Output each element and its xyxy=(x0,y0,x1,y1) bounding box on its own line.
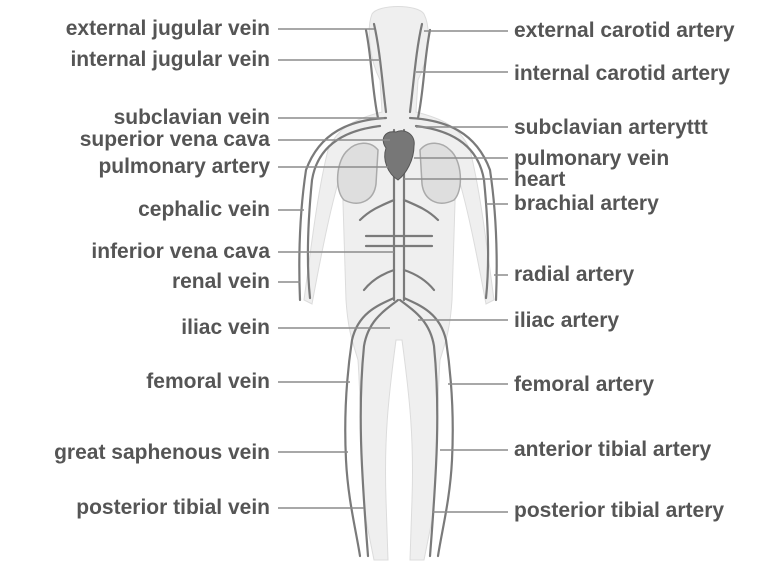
label-heart: heart xyxy=(514,168,565,192)
label-external-jugular-vein: external jugular vein xyxy=(66,17,270,41)
label-iliac-vein: iliac vein xyxy=(181,316,270,340)
body-silhouette xyxy=(304,7,494,561)
label-posterior-tibial-artery: posterior tibial artery xyxy=(514,499,724,523)
label-brachial-artery: brachial artery xyxy=(514,192,659,216)
label-femoral-vein: femoral vein xyxy=(146,370,270,394)
label-radial-artery: radial artery xyxy=(514,263,634,287)
label-renal-vein: renal vein xyxy=(172,270,270,294)
label-anterior-tibial-artery: anterior tibial artery xyxy=(514,438,711,462)
label-internal-jugular-vein: internal jugular vein xyxy=(70,48,270,72)
label-subclavian-arteryttt: subclavian arteryttt xyxy=(514,116,708,140)
label-femoral-artery: femoral artery xyxy=(514,373,654,397)
label-internal-carotid-artery: internal carotid artery xyxy=(514,62,730,86)
label-external-carotid-artery: external carotid artery xyxy=(514,19,735,43)
label-pulmonary-artery: pulmonary artery xyxy=(98,155,270,179)
label-inferior-vena-cava: inferior vena cava xyxy=(91,240,270,264)
label-cephalic-vein: cephalic vein xyxy=(138,198,270,222)
label-superior-vena-cava: superior vena cava xyxy=(80,128,270,152)
label-iliac-artery: iliac artery xyxy=(514,309,619,333)
label-posterior-tibial-vein: posterior tibial vein xyxy=(76,496,270,520)
label-great-saphenous-vein: great saphenous vein xyxy=(54,441,270,465)
label-subclavian-vein: subclavian vein xyxy=(114,106,270,130)
